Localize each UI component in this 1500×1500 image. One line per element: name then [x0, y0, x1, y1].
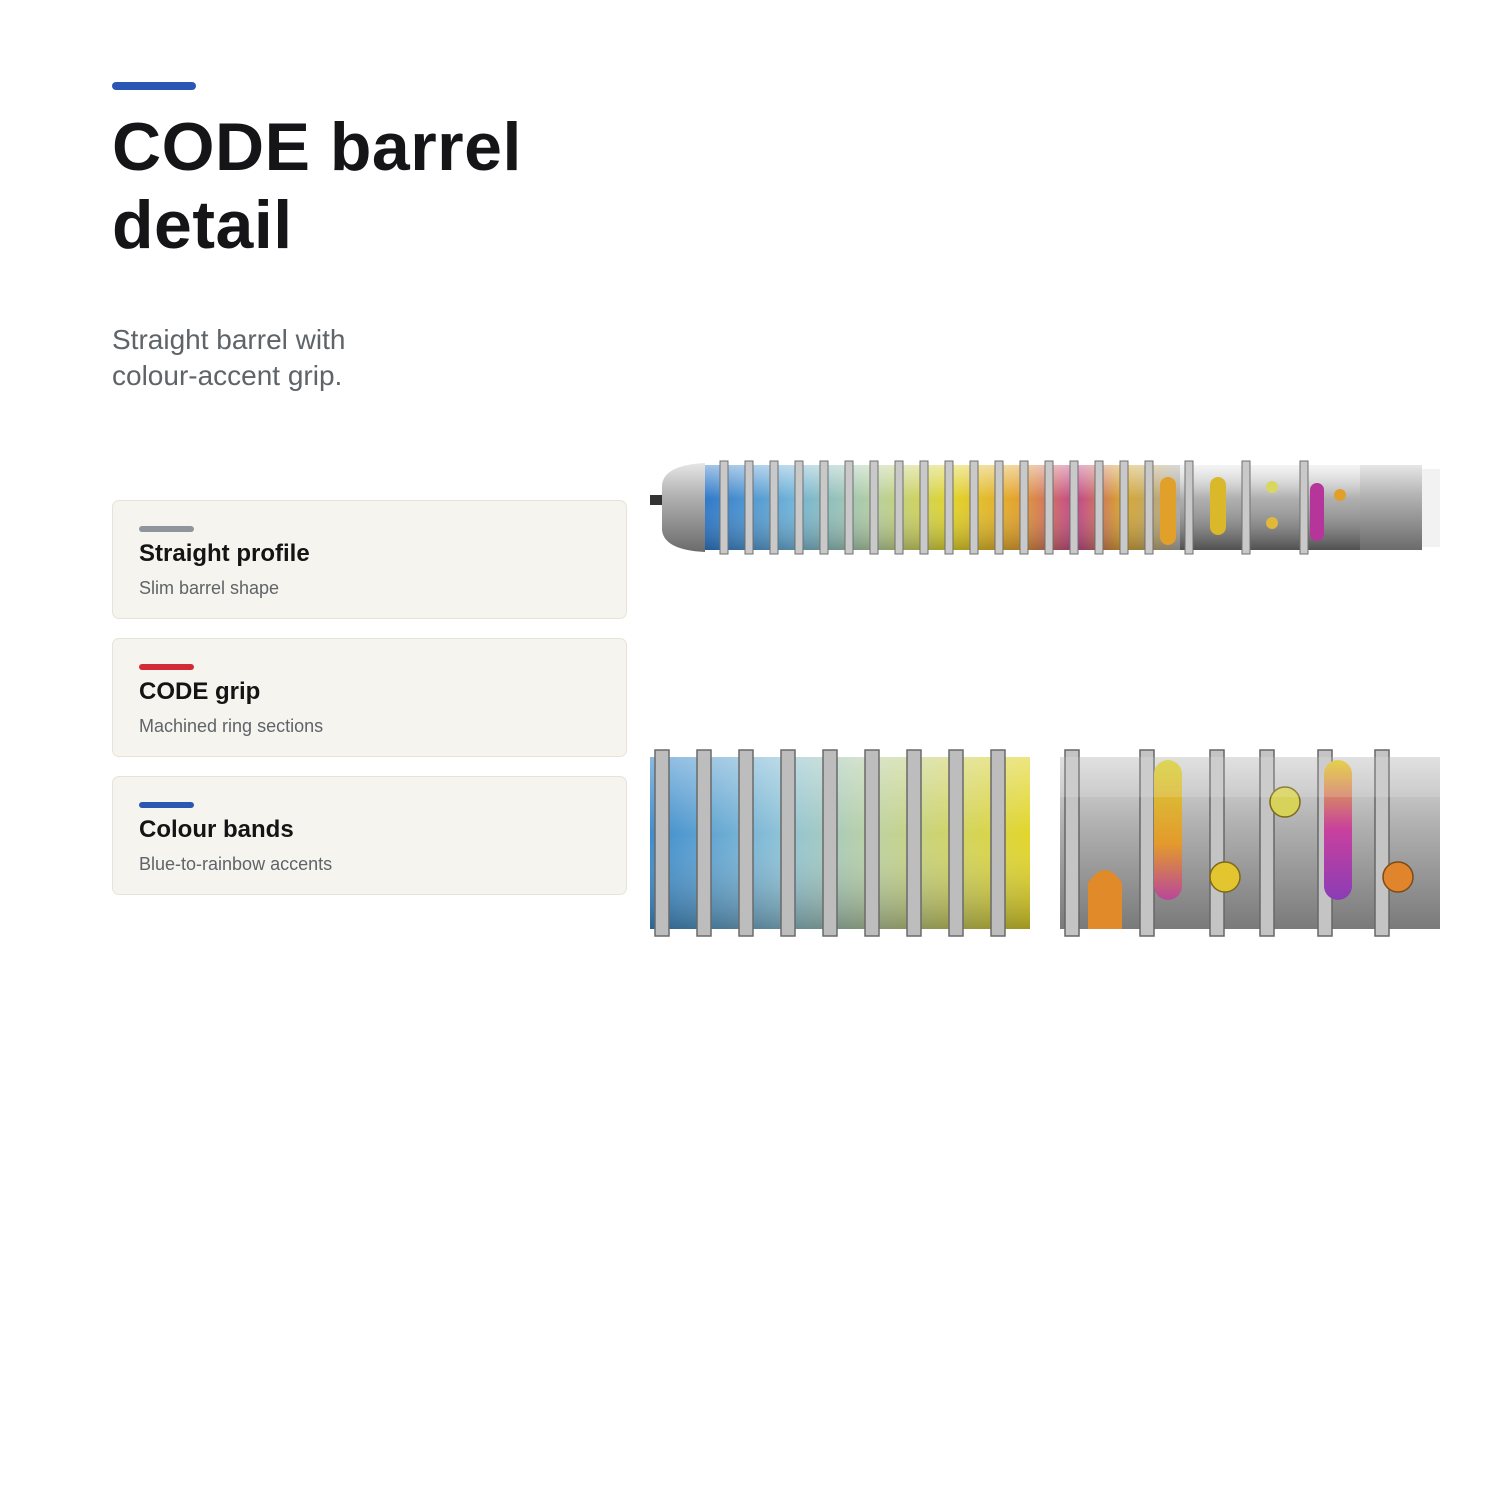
page-title-line-2: detail	[112, 187, 293, 263]
feature-card-straight-profile: Straight profile Slim barrel shape	[112, 500, 627, 619]
barrel-rings-closeup-icon	[650, 749, 1030, 937]
dart-barrel-icon	[650, 460, 1440, 555]
feature-description: Machined ring sections	[139, 716, 324, 736]
feature-title: Straight profile	[139, 540, 310, 567]
page-subtitle: Straight barrel with colour-accent grip.	[112, 322, 345, 394]
feature-list: Straight profile Slim barrel shape CODE …	[112, 500, 627, 914]
barrel-grip-closeup-icon	[1060, 749, 1440, 937]
feature-description: Blue-to-rainbow accents	[139, 854, 333, 874]
feature-title: CODE grip	[139, 678, 261, 705]
title-accent-bar	[112, 82, 196, 90]
page-subtitle-line-2: colour-accent grip.	[112, 360, 343, 391]
page-title: CODE barrel detail	[112, 108, 522, 264]
feature-color-bar	[139, 664, 194, 670]
feature-description: Slim barrel shape	[139, 578, 280, 598]
feature-card-code-grip: CODE grip Machined ring sections	[112, 638, 627, 757]
page-title-line-1: CODE barrel	[112, 109, 522, 185]
feature-title: Colour bands	[139, 816, 294, 843]
feature-card-colour-bands: Colour bands Blue-to-rainbow accents	[112, 776, 627, 895]
page-subtitle-line-1: Straight barrel with	[112, 324, 346, 355]
feature-color-bar	[139, 802, 194, 808]
feature-color-bar	[139, 526, 194, 532]
